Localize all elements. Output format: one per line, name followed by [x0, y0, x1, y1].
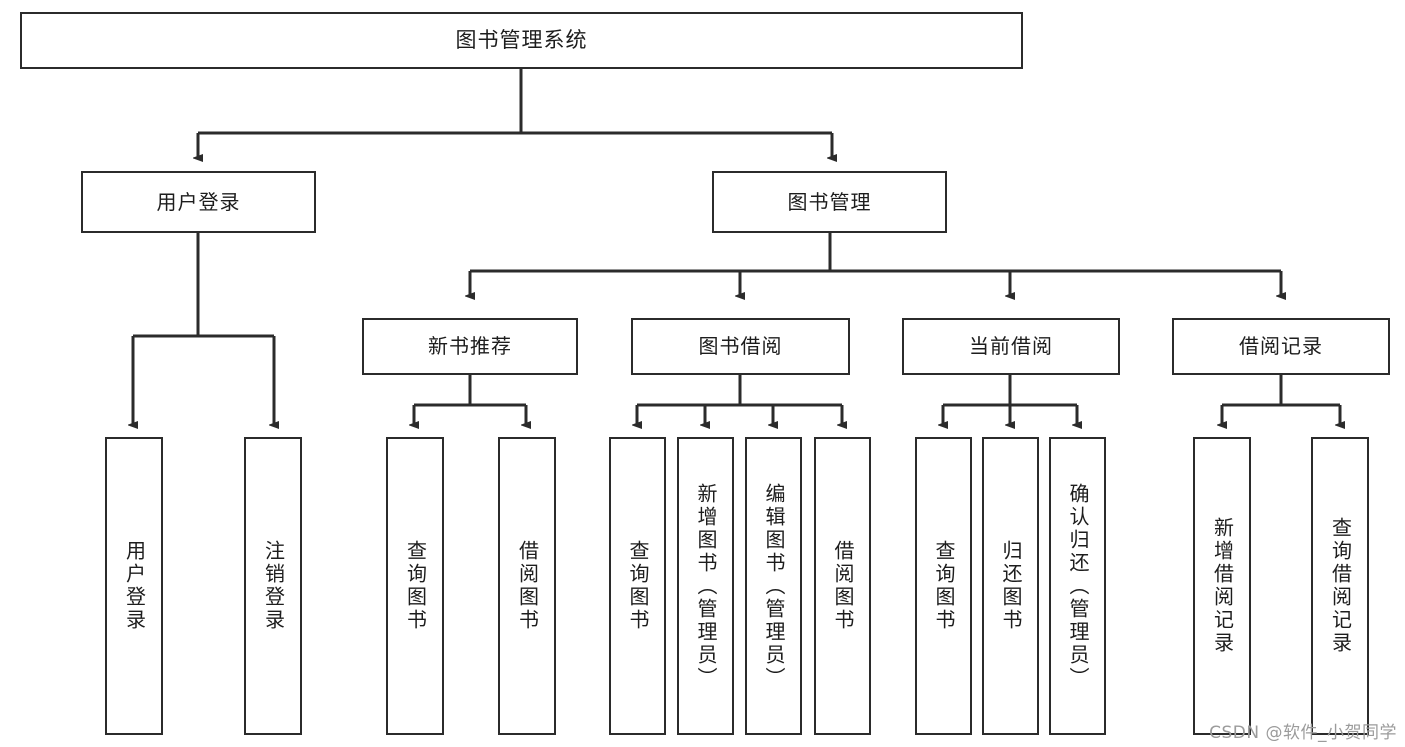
node-borrow-record[interactable]: 借阅记录 — [1172, 318, 1390, 375]
leaf-record-query-record[interactable]: 查询借阅记录 — [1311, 437, 1369, 735]
leaf-label: 借阅图书 — [515, 540, 540, 632]
leaf-borrow-add-book-admin[interactable]: 新增图书（管理员） — [677, 437, 734, 735]
leaf-label: 查询借阅记录 — [1328, 517, 1353, 655]
leaf-label: 新增借阅记录 — [1210, 517, 1235, 655]
leaf-user-login-login[interactable]: 用户登录 — [105, 437, 163, 735]
node-label: 图书借阅 — [698, 334, 783, 358]
leaf-borrow-edit-book-admin[interactable]: 编辑图书（管理员） — [745, 437, 802, 735]
node-user-login[interactable]: 用户登录 — [81, 171, 316, 233]
leaf-label: 新增图书（管理员） — [694, 482, 718, 690]
node-new-book-recommend[interactable]: 新书推荐 — [362, 318, 578, 375]
node-label: 借阅记录 — [1239, 334, 1323, 358]
leaf-label: 注销登录 — [261, 540, 286, 632]
leaf-label: 查询图书 — [626, 540, 650, 632]
node-label: 新书推荐 — [428, 334, 512, 358]
leaf-label: 用户登录 — [122, 540, 147, 632]
leaf-recommend-query-book[interactable]: 查询图书 — [386, 437, 444, 735]
leaf-label: 查询图书 — [932, 540, 956, 632]
leaf-current-confirm-return-admin[interactable]: 确认归还（管理员） — [1049, 437, 1106, 735]
leaf-label: 编辑图书（管理员） — [762, 482, 786, 690]
leaf-user-login-logout[interactable]: 注销登录 — [244, 437, 302, 735]
node-book-management[interactable]: 图书管理 — [712, 171, 947, 233]
leaf-recommend-borrow-book[interactable]: 借阅图书 — [498, 437, 556, 735]
node-label: 图书管理系统 — [455, 28, 588, 53]
leaf-current-query-book[interactable]: 查询图书 — [915, 437, 972, 735]
leaf-label: 查询图书 — [403, 540, 428, 632]
leaf-record-add-record[interactable]: 新增借阅记录 — [1193, 437, 1251, 735]
node-label: 用户登录 — [156, 189, 241, 214]
node-root-system[interactable]: 图书管理系统 — [20, 12, 1023, 69]
watermark: CSDN @软件_小贺同学 — [1209, 723, 1397, 743]
leaf-current-return-book[interactable]: 归还图书 — [982, 437, 1039, 735]
node-book-borrow[interactable]: 图书借阅 — [631, 318, 850, 375]
leaf-borrow-borrow-book[interactable]: 借阅图书 — [814, 437, 871, 735]
leaf-label: 确认归还（管理员） — [1066, 482, 1090, 690]
leaf-label: 归还图书 — [999, 540, 1023, 632]
node-label: 当前借阅 — [969, 334, 1053, 358]
node-current-borrow[interactable]: 当前借阅 — [902, 318, 1120, 375]
leaf-borrow-query-book[interactable]: 查询图书 — [609, 437, 666, 735]
leaf-label: 借阅图书 — [831, 540, 855, 632]
node-label: 图书管理 — [787, 189, 872, 214]
